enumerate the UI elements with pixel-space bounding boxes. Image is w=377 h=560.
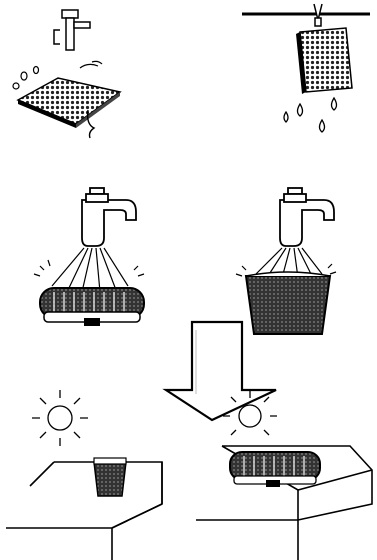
sun-dry-upright-panel xyxy=(6,390,162,560)
wash-mesh-panel xyxy=(13,10,120,138)
hang-dry-panel xyxy=(242,4,370,132)
arrow-down-icon xyxy=(166,322,276,420)
sun-icon xyxy=(223,391,277,435)
filter-upright-icon xyxy=(94,458,126,496)
hanging-mesh-icon xyxy=(296,28,352,94)
rinse-filter-panel xyxy=(34,188,144,326)
table-icon xyxy=(6,462,162,560)
rinse-basin-panel xyxy=(236,188,336,334)
water-drops-icon xyxy=(284,98,337,132)
faucet-icon xyxy=(82,188,136,246)
basin-icon xyxy=(246,272,330,334)
filter-unit-icon xyxy=(40,288,144,326)
faucet-icon xyxy=(280,188,334,246)
mesh-sheet-icon xyxy=(18,78,120,138)
faucet-icon xyxy=(54,10,90,50)
water-stream-icon xyxy=(34,248,144,292)
filter-flat-icon xyxy=(230,452,320,487)
sun-dry-flat-panel xyxy=(196,391,372,560)
sun-icon xyxy=(32,390,88,446)
